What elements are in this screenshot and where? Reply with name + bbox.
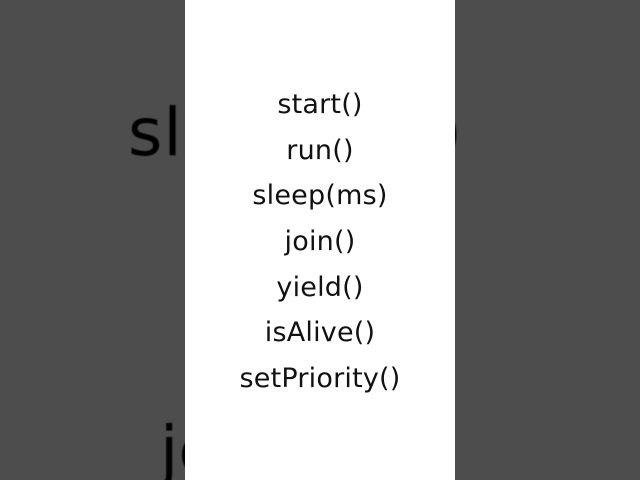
thread-method-list: start() run() sleep(ms) join() yield() i… [185,86,455,406]
method-item-start: start() [277,89,363,120]
method-item-join: join() [284,226,356,258]
method-list-panel: start() run() sleep(ms) join() yield() i… [185,0,455,480]
method-item-isalive: isAlive() [264,317,376,349]
method-item-yield: yield() [276,271,364,303]
method-item-run: run() [286,134,354,166]
method-item-setpriority: setPriority() [239,363,401,395]
method-item-sleep: sleep(ms) [252,180,388,212]
